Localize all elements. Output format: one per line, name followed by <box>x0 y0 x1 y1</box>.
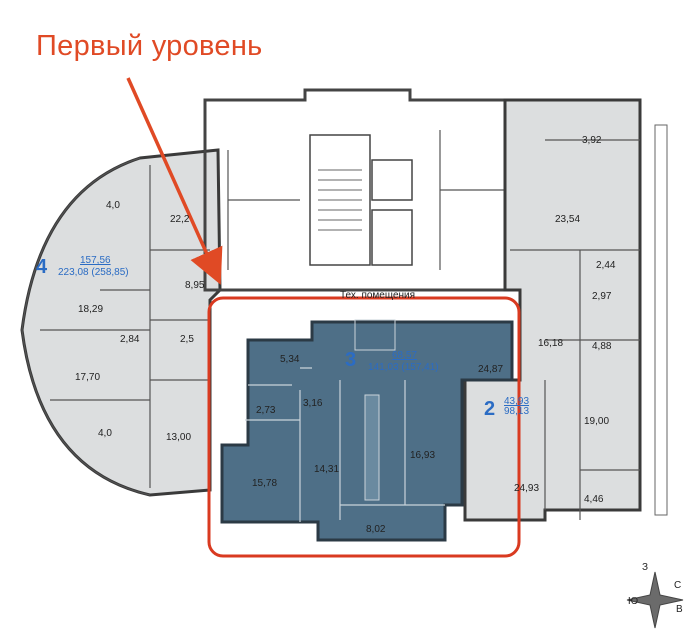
room-area: 3,92 <box>582 135 602 146</box>
floor-level-heading: Первый уровень <box>36 30 263 62</box>
room-area: 16,18 <box>538 338 563 349</box>
room-area: 23,54 <box>555 214 580 225</box>
compass-letter: В <box>676 604 683 615</box>
apt2-number[interactable]: 2 <box>484 398 495 420</box>
room-area: 24,87 <box>478 364 503 375</box>
apt4-number[interactable]: 4 <box>36 256 48 278</box>
room-area: 14,31 <box>314 464 339 475</box>
stair-core <box>203 88 507 292</box>
compass-letter: Ю <box>628 596 638 607</box>
compass-icon: С В Ю З <box>626 562 684 629</box>
apt2-area-total[interactable]: 98,13 <box>504 406 529 417</box>
room-area: 4,88 <box>592 341 612 352</box>
apt3-area-main[interactable]: 68,57 <box>392 350 417 361</box>
highlight-frame <box>207 296 521 558</box>
apt4-area-total[interactable]: 223,08 (258,85) <box>58 267 129 278</box>
room-area: 2,97 <box>592 291 612 302</box>
room-area: 17,70 <box>75 372 100 383</box>
room-area: 2,73 <box>256 405 276 416</box>
room-area: 2,84 <box>120 334 140 345</box>
apartment-3[interactable] <box>220 319 514 542</box>
room-area: 4,0 <box>98 428 112 439</box>
room-area: 13,00 <box>166 432 191 443</box>
apartment-2[interactable] <box>463 98 668 522</box>
room-area: 18,29 <box>78 304 103 315</box>
apartment-4[interactable] <box>20 148 222 497</box>
apt2-area-main[interactable]: 43,93 <box>504 396 529 407</box>
room-area: 16,93 <box>410 450 435 461</box>
room-area: 22,2 <box>170 214 190 225</box>
compass-letter: С <box>674 580 681 591</box>
room-area: 8,95 <box>185 280 205 291</box>
room-area: 15,78 <box>252 478 277 489</box>
room-area: 3,16 <box>303 398 323 409</box>
room-area: 19,00 <box>584 416 609 427</box>
room-area: 8,02 <box>366 524 386 535</box>
room-area: 2,5 <box>180 334 194 345</box>
pointer-arrow <box>126 77 223 285</box>
room-area: 5,34 <box>280 354 300 365</box>
compass-letter: З <box>642 562 648 573</box>
room-area: 24,93 <box>514 483 539 494</box>
room-area: 2,44 <box>596 260 616 271</box>
room-area: 4,0 <box>106 200 120 211</box>
service-area-label: Тех. помещения <box>340 290 415 301</box>
room-area: 4,46 <box>584 494 604 505</box>
apt3-area-total[interactable]: 141,03 (157,41) <box>368 362 439 373</box>
apt4-area-main[interactable]: 157,56 <box>80 255 111 266</box>
apt3-number[interactable]: 3 <box>345 349 356 371</box>
